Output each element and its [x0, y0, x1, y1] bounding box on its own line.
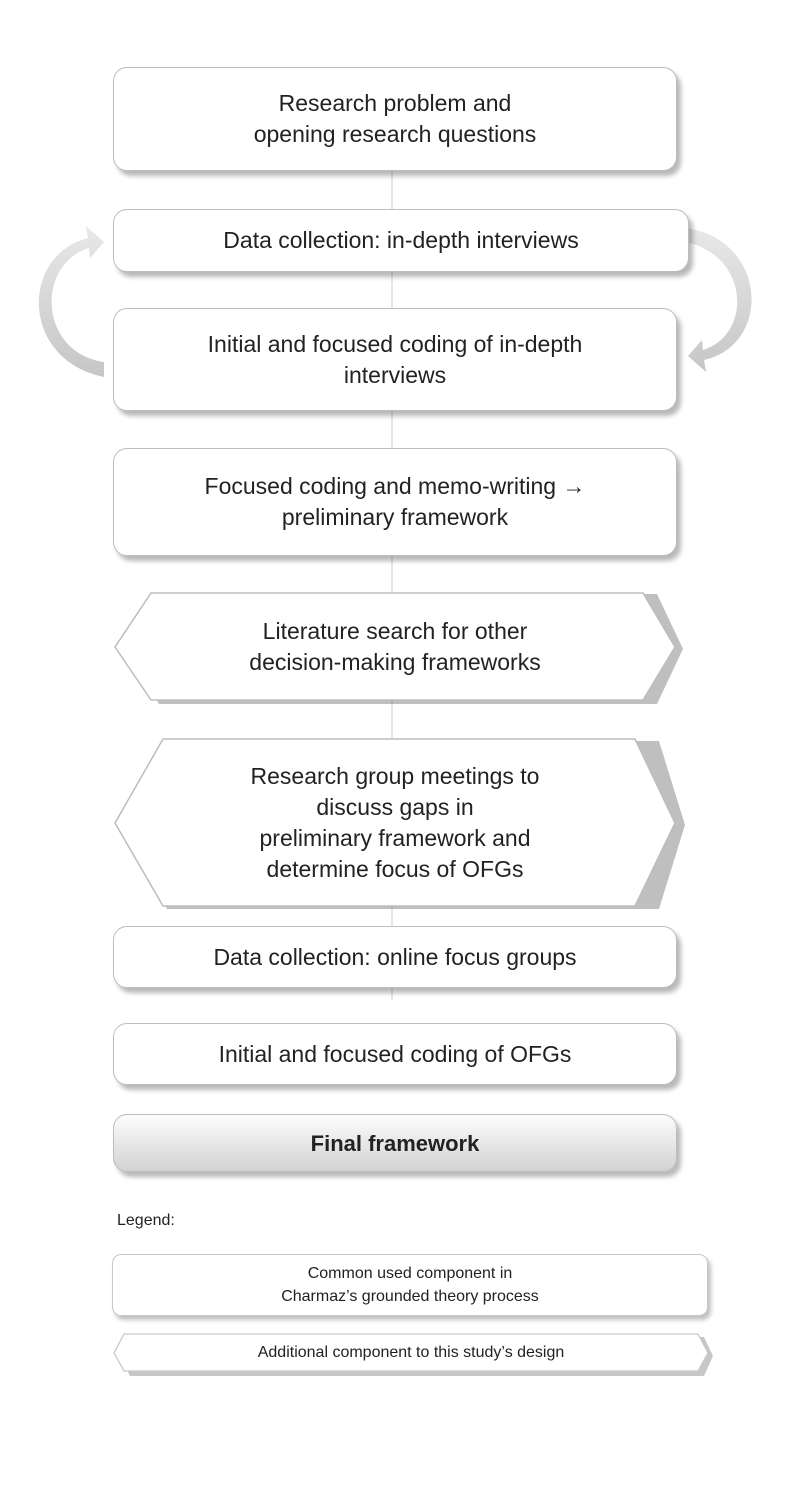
- step-text-line: decision-making frameworks: [249, 649, 541, 675]
- legend-label: Legend:: [117, 1212, 175, 1229]
- step-text-line: preliminary framework and: [259, 825, 531, 851]
- step-text-line: Literature search for other: [262, 618, 528, 644]
- step-data-collection-focus-groups: Data collection: online focus groups: [113, 926, 677, 988]
- step-coding-ofgs: Initial and focused coding of OFGs: [113, 1023, 677, 1085]
- step-text-line: Initial and focused coding of OFGs: [218, 1040, 572, 1067]
- step-text-line: Final framework: [310, 1130, 480, 1156]
- step-text-line: Data collection: in-depth interviews: [223, 227, 579, 253]
- step-final-framework: Final framework: [113, 1114, 677, 1172]
- legend-common-component: Common used component in Charmaz’s groun…: [112, 1254, 708, 1316]
- step-text-line: opening research questions: [253, 121, 537, 147]
- step-text-line: Data collection: online focus groups: [213, 943, 577, 970]
- step-research-group-meetings: Research group meetings to discuss gaps …: [113, 738, 685, 909]
- step-text-line: preliminary framework: [281, 504, 509, 530]
- legend-text-line: Common used component in: [307, 1265, 513, 1282]
- step-text-line: interviews: [343, 361, 447, 388]
- iteration-arrows: [38, 226, 752, 377]
- step-data-collection-interviews: Data collection: in-depth interviews: [113, 209, 689, 272]
- step-literature-search: Literature search for other decision-mak…: [113, 592, 683, 704]
- loop-arrow-left-icon: [38, 226, 104, 377]
- step-text-line: determine focus of OFGs: [266, 856, 524, 882]
- step-coding-interviews: Initial and focused coding of in-depth i…: [113, 308, 677, 411]
- flow-connector-line: [391, 170, 393, 1000]
- legend-text-line: Charmaz’s grounded theory process: [281, 1288, 539, 1305]
- step-text-line: discuss gaps in: [316, 794, 474, 820]
- legend-text-line: Additional component to this study’s des…: [257, 1344, 565, 1361]
- step-research-problem: Research problem and opening research qu…: [113, 67, 677, 171]
- loop-arrow-right-icon: [686, 228, 752, 372]
- step-memo-writing: Focused coding and memo-writing → prelim…: [113, 448, 677, 556]
- legend-additional-component: Additional component to this study’s des…: [112, 1333, 713, 1376]
- step-text-line: Initial and focused coding of in-depth: [207, 330, 583, 357]
- step-text-line: Research problem and: [278, 90, 512, 116]
- step-text-line: Focused coding and memo-writing →: [204, 473, 586, 499]
- step-text-line: Research group meetings to: [250, 763, 540, 789]
